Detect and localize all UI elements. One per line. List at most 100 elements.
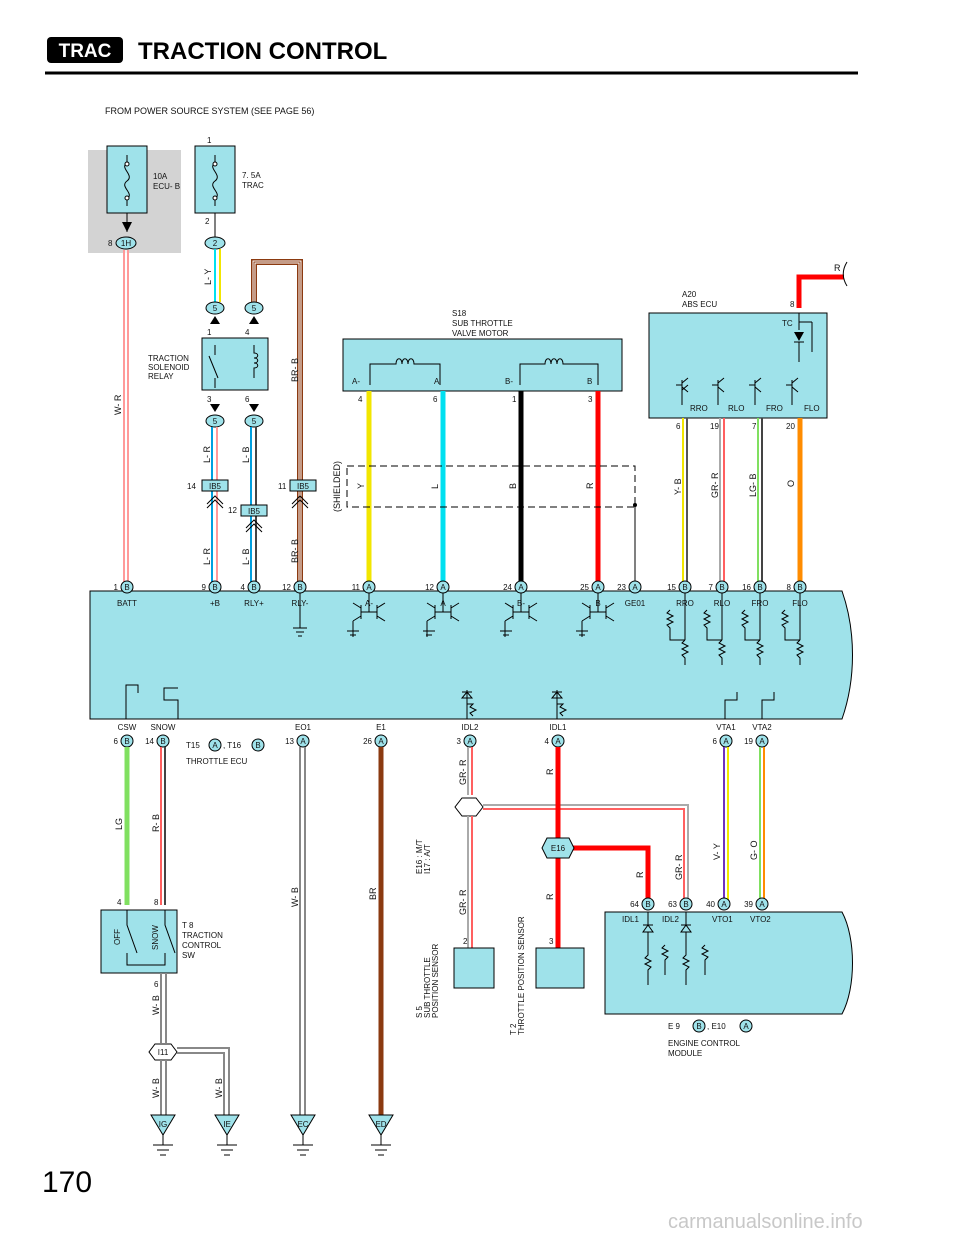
- ecu-top-pin-number: 8: [787, 583, 792, 592]
- ecu-top-pin-conn: B: [212, 583, 217, 592]
- svg-text:GR- R: GR- R: [458, 889, 468, 915]
- ecu-bottom-pin-conn: A: [759, 737, 765, 746]
- ecu-bottom-pin-term: EO1: [295, 723, 312, 732]
- svg-text:IDL1: IDL1: [622, 915, 639, 924]
- ecu-top-pin-number: 23: [617, 583, 626, 592]
- ecu-top-pin-number: 12: [425, 583, 434, 592]
- ground-label: IG: [159, 1120, 167, 1129]
- svg-text:IB5: IB5: [248, 507, 261, 516]
- page-title: TRACTION CONTROL: [138, 38, 387, 65]
- svg-text:W- B: W- B: [151, 995, 161, 1015]
- svg-text:GR- R: GR- R: [458, 759, 468, 785]
- svg-text:SUB THROTTLE: SUB THROTTLE: [423, 957, 432, 1018]
- svg-text:SNOW: SNOW: [151, 925, 160, 950]
- ecu-top-pin: B9+B: [202, 580, 222, 608]
- svg-text:7: 7: [752, 422, 757, 431]
- svg-text:6: 6: [245, 395, 250, 404]
- svg-text:S 5: S 5: [415, 1005, 424, 1018]
- relay-label-1: TRACTION: [148, 354, 189, 363]
- svg-text:OFF: OFF: [113, 929, 122, 945]
- ground-ig: IG: [150, 1114, 176, 1156]
- engine-control-module: [604, 911, 853, 1015]
- fuse-ecub-element: [124, 155, 130, 206]
- ecu-bottom-pin-conn: A: [378, 737, 384, 746]
- ecu-top-pin-conn: A: [595, 583, 601, 592]
- ecu-bottom-pins: CSWB6SNOWB14EO1A13E1A26IDL2A3IDL1A4VTA1A…: [114, 723, 772, 748]
- ecu-bottom-pin-term: SNOW: [151, 723, 176, 732]
- svg-text:R: R: [545, 768, 555, 775]
- ecm-pin: B63: [668, 897, 693, 911]
- ecu-top-pin-conn: B: [719, 583, 724, 592]
- svg-text:A: A: [212, 741, 218, 750]
- ecu-top-pin-number: 25: [580, 583, 589, 592]
- power-source-note: FROM POWER SOURCE SYSTEM (SEE PAGE 56): [105, 106, 314, 116]
- connector-e16: [541, 837, 575, 859]
- ground-points: IG IE EC ED: [150, 1114, 394, 1156]
- ecu-bottom-pin-conn: B: [124, 737, 129, 746]
- svg-text:FLO: FLO: [804, 404, 820, 413]
- ecm-pin-conn: B: [645, 900, 650, 909]
- svg-text:I17 : A/T: I17 : A/T: [423, 844, 432, 874]
- svg-text:W- B: W- B: [151, 1078, 161, 1098]
- svg-text:R: R: [834, 263, 841, 273]
- svg-text:B: B: [508, 483, 518, 489]
- ecm-pin-conn: A: [721, 900, 727, 909]
- svg-text:VALVE MOTOR: VALVE MOTOR: [452, 329, 509, 338]
- svg-text:T15: T15: [186, 741, 200, 750]
- splice-i11: [148, 1043, 178, 1061]
- svg-text:L- B: L- B: [241, 446, 251, 463]
- ecu-top-pin-conn: B: [682, 583, 687, 592]
- svg-text:6: 6: [676, 422, 681, 431]
- svg-text:THROTTLE POSITION SENSOR: THROTTLE POSITION SENSOR: [517, 916, 526, 1035]
- ecm-pin-conn: B: [683, 900, 688, 909]
- ecu-bottom-pin-conn: B: [160, 737, 165, 746]
- svg-text:19: 19: [710, 422, 719, 431]
- svg-text:ABS ECU: ABS ECU: [682, 300, 717, 309]
- svg-text:VTO1: VTO1: [712, 915, 733, 924]
- svg-text:1: 1: [207, 136, 212, 145]
- sub-throttle-valve-motor: [342, 338, 623, 392]
- svg-text:20: 20: [786, 422, 795, 431]
- svg-text:B: B: [696, 1022, 701, 1031]
- ecu-transistors: [125, 593, 805, 719]
- ecm-pin: B64: [630, 897, 655, 911]
- ecu-bottom-pin-conn: A: [300, 737, 306, 746]
- ecu-top-pin-conn: B: [297, 583, 302, 592]
- throttle-ecu: [89, 590, 853, 720]
- ground-ec: EC: [290, 1114, 316, 1156]
- svg-text:T 2: T 2: [509, 1023, 518, 1035]
- ecu-bottom-pin-term: IDL1: [550, 723, 567, 732]
- ecu-bottom-pin-term: VTA2: [752, 723, 772, 732]
- ground-label: ED: [375, 1120, 386, 1129]
- ecm-internals: [642, 912, 710, 985]
- svg-text:BR- B: BR- B: [290, 358, 300, 382]
- throttle-position-sensor: [535, 947, 585, 989]
- fuse-ecub-rating: 10A: [153, 172, 168, 181]
- fuse-ecub-name: ECU- B: [153, 182, 180, 191]
- ecu-top-pin-term: GE01: [625, 599, 646, 608]
- svg-text:E16: E16: [551, 844, 566, 853]
- connector-1h: [115, 236, 137, 250]
- svg-text:2: 2: [205, 217, 210, 226]
- svg-text:GR- R: GR- R: [674, 854, 684, 880]
- ecu-top-pin-number: 24: [503, 583, 512, 592]
- ecu-top-pin-conn: A: [518, 583, 524, 592]
- ecu-top-pin-number: 7: [709, 583, 714, 592]
- ecu-bottom-pin-number: 14: [145, 737, 154, 746]
- svg-text:1: 1: [512, 395, 517, 404]
- ecu-top-pin-number: 9: [202, 583, 207, 592]
- svg-text:, E10: , E10: [707, 1022, 726, 1031]
- svg-text:A: A: [434, 377, 440, 386]
- svg-text:1: 1: [207, 328, 212, 337]
- svg-text:3: 3: [207, 395, 212, 404]
- ground-ie: IE: [214, 1114, 240, 1156]
- ecu-top-pin-number: 12: [282, 583, 291, 592]
- svg-text:RLO: RLO: [728, 404, 744, 413]
